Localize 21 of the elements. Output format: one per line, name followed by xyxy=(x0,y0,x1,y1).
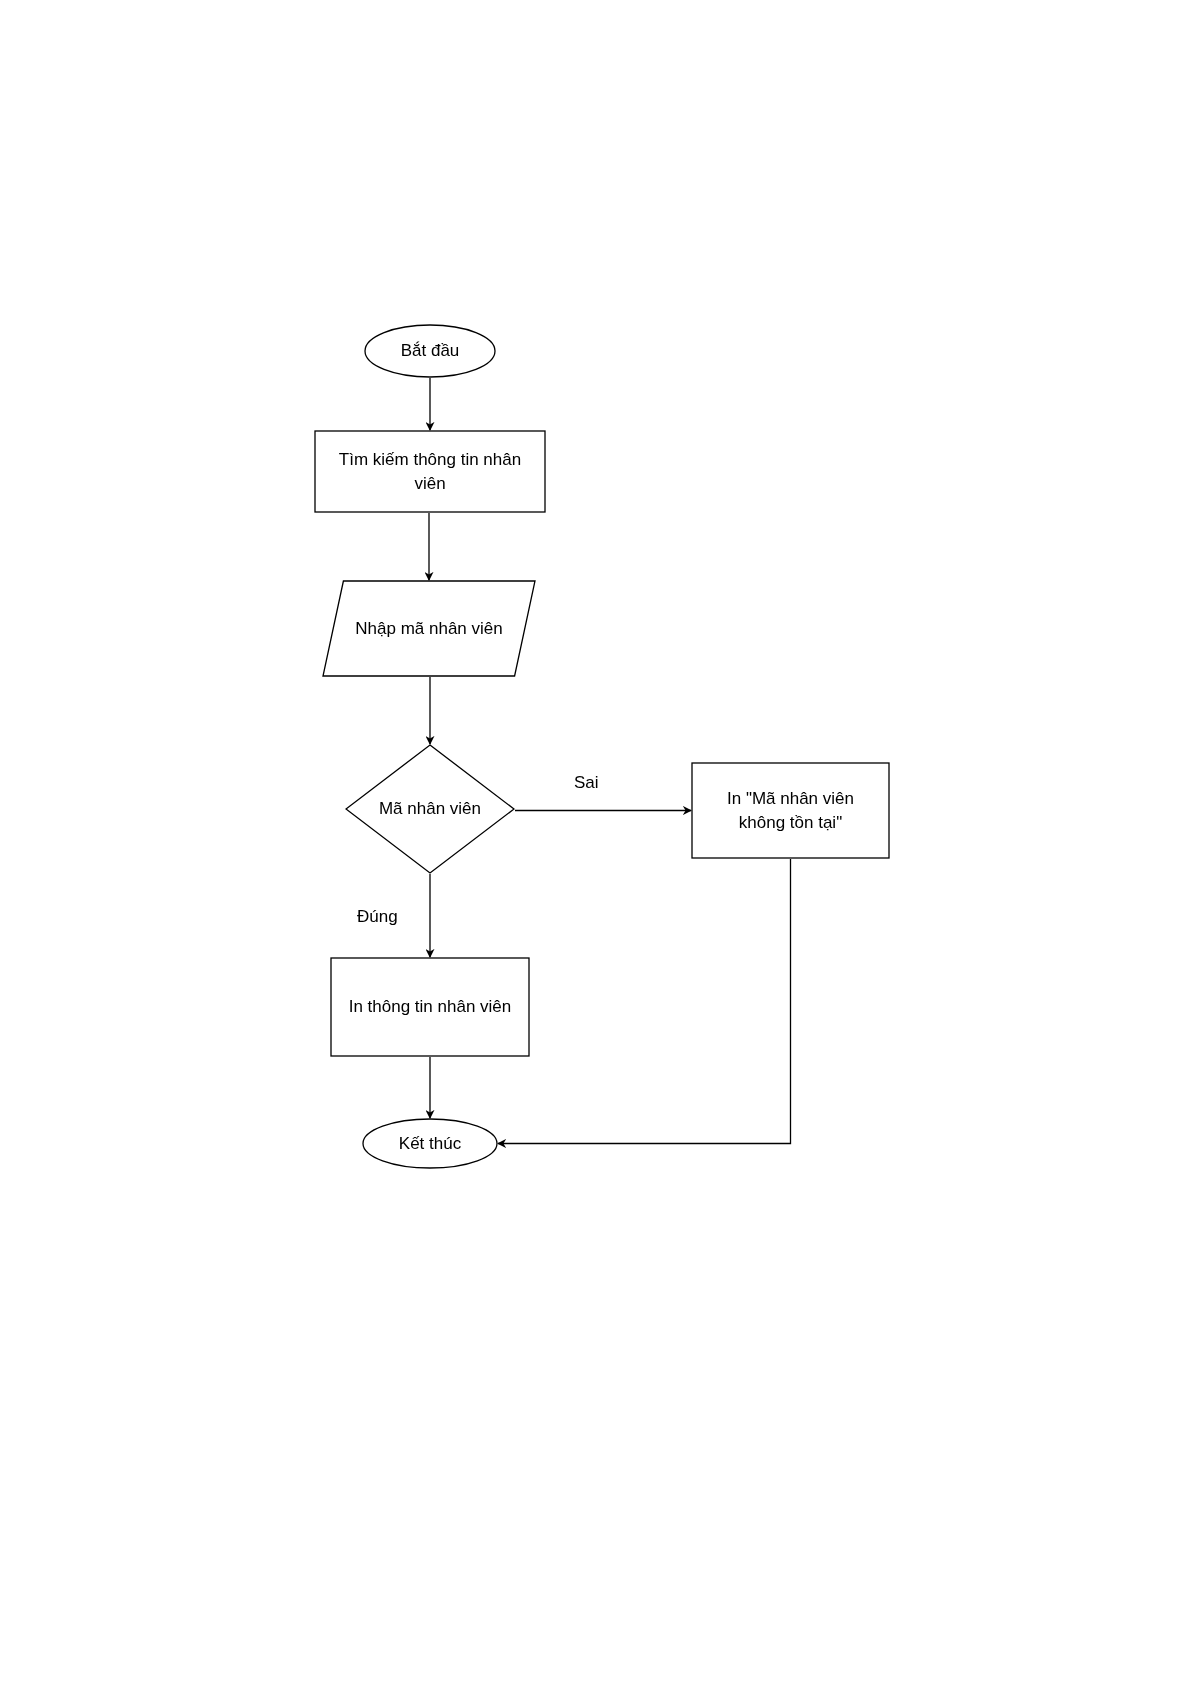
arrow xyxy=(424,512,434,581)
arrow xyxy=(514,806,692,815)
arrow xyxy=(425,873,435,958)
terminal-ellipse xyxy=(362,1118,498,1169)
node-text: In "Mã nhân viên không tồn tại" xyxy=(726,787,855,834)
terminal-ellipse xyxy=(364,324,496,378)
node-text: Bắt đầu xyxy=(399,340,461,362)
input-parallelogram xyxy=(322,580,536,677)
process-box xyxy=(314,430,546,513)
arrow xyxy=(425,1056,435,1119)
arrow xyxy=(497,858,792,1148)
node-text: Mã nhân viên xyxy=(377,798,483,820)
arrow xyxy=(425,377,435,431)
node-text: Nhập mã nhân viên xyxy=(354,617,504,640)
node-text: In thông tin nhân viên xyxy=(347,996,513,1018)
node-text: Kết thúc xyxy=(397,1132,463,1155)
node-text: Tìm kiếm thông tin nhân viên xyxy=(337,448,523,495)
decision-diamond xyxy=(345,744,515,874)
arrow xyxy=(425,676,435,745)
process-box xyxy=(330,957,530,1057)
process-box xyxy=(691,762,890,859)
